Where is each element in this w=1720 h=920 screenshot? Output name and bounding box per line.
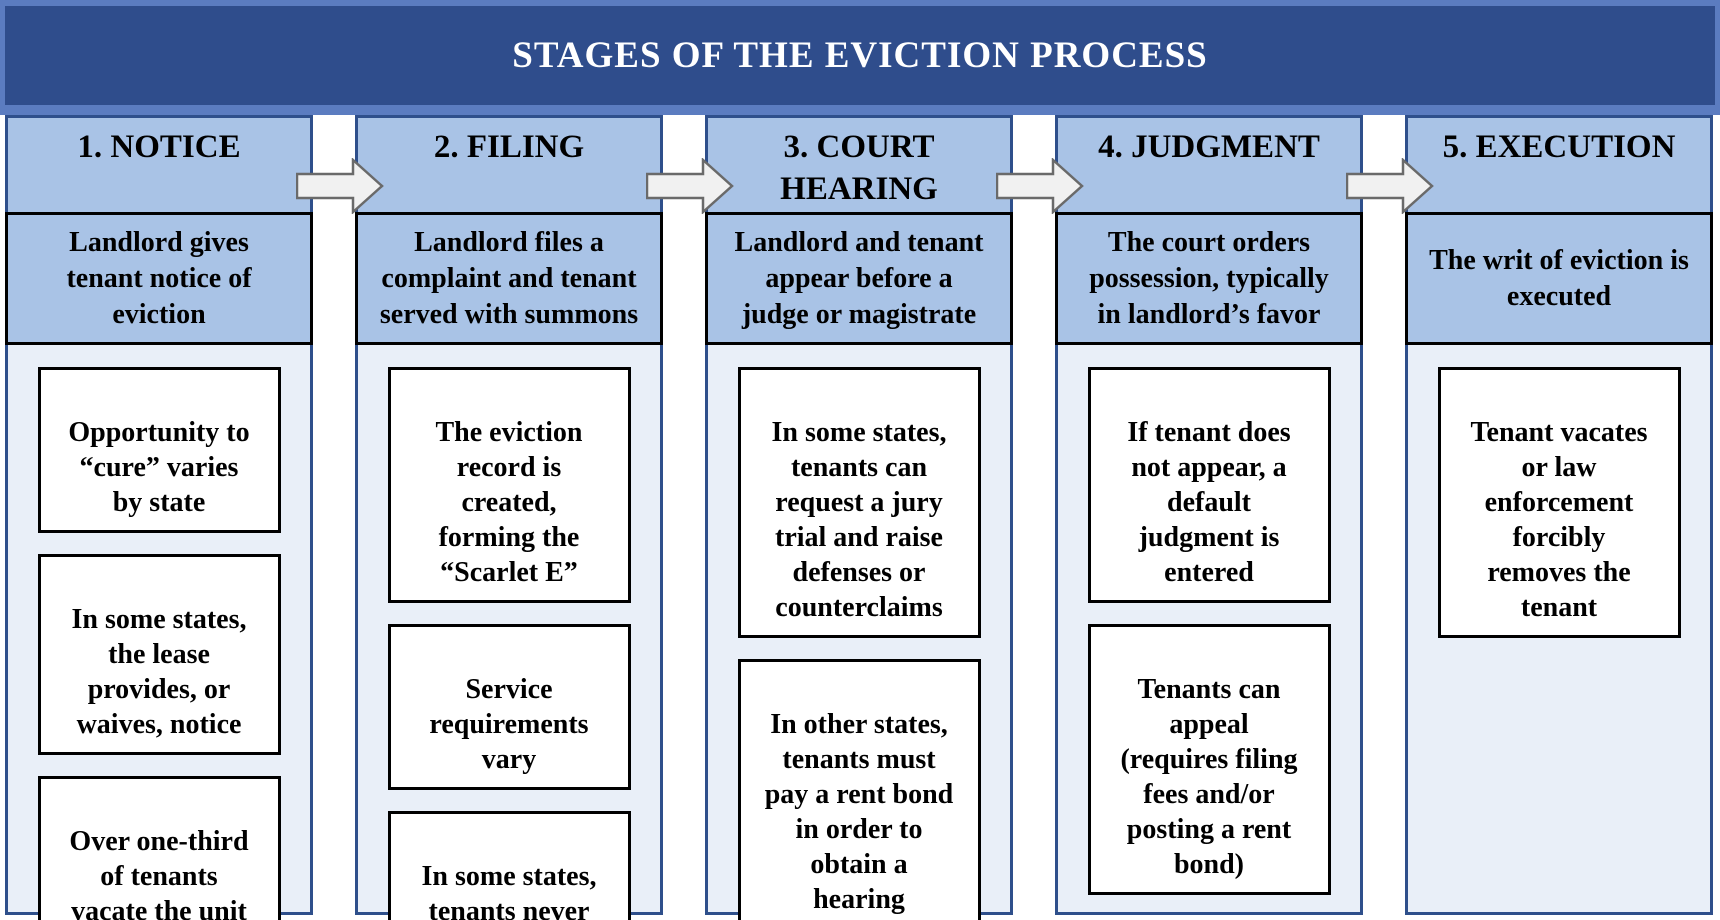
page-title: STAGES OF THE EVICTION PROCESS (512, 35, 1208, 76)
title-frame: STAGES OF THE EVICTION PROCESS (0, 0, 1720, 115)
stage-header-execution: 5. EXECUTION (1408, 118, 1710, 212)
detail-box: In other states, tenants must pay a rent… (737, 659, 981, 920)
title-banner: STAGES OF THE EVICTION PROCESS (5, 6, 1715, 105)
stage-subtitle-label: The court orders possession, typically i… (1089, 226, 1329, 330)
detail-box: The eviction record is created, forming … (387, 367, 631, 603)
stage-subtitle-label: Landlord gives tenant notice of eviction (66, 226, 252, 330)
stage-header-label: 3. COURT HEARING (780, 129, 938, 207)
stage-column-filing: 2. FILING Landlord files a complaint and… (355, 115, 663, 920)
detail-box: Service requirements vary (387, 624, 631, 790)
stage-header-notice: 1. NOTICE (8, 118, 310, 212)
detail-box-label: Tenants can appeal (requires filing fees… (1120, 674, 1298, 880)
right-arrow-icon (296, 158, 384, 214)
stage-subtitle-label: Landlord and tenant appear before a judg… (734, 226, 984, 330)
stage-column-notice: 1. NOTICE Landlord gives tenant notice o… (5, 115, 313, 920)
stage-body-notice: Opportunity to “cure” varies by state In… (8, 345, 310, 920)
right-arrow-icon (646, 158, 734, 214)
stage-body-court-hearing: In some states, tenants can request a ju… (708, 345, 1010, 920)
stage-header-label: 4. JUDGMENT (1098, 129, 1320, 165)
detail-box-label: In some states, the lease provides, or w… (71, 604, 247, 740)
detail-box: Opportunity to “cure” varies by state (37, 367, 281, 533)
detail-box: In some states, tenants can request a ju… (737, 367, 981, 638)
stage-body-judgment: If tenant does not appear, a default jud… (1058, 345, 1360, 912)
stage-column-judgment: 4. JUDGMENT The court orders possession,… (1055, 115, 1363, 915)
stage-subtitle-judgment: The court orders possession, typically i… (1055, 212, 1363, 345)
detail-box-label: Over one-third of tenants vacate the uni… (69, 826, 249, 920)
detail-box-label: In some states, tenants can request a ju… (771, 417, 947, 623)
right-arrow-icon (996, 158, 1084, 214)
detail-box-label: Opportunity to “cure” varies by state (68, 417, 250, 518)
stage-body-execution: Tenant vacates or law enforcement forcib… (1408, 345, 1710, 912)
stage-subtitle-court-hearing: Landlord and tenant appear before a judg… (705, 212, 1013, 345)
stage-subtitle-execution: The writ of eviction is executed (1405, 212, 1713, 345)
stage-header-label: 5. EXECUTION (1442, 129, 1676, 165)
detail-box-label: If tenant does not appear, a default jud… (1127, 417, 1291, 588)
stage-subtitle-filing: Landlord files a complaint and tenant se… (355, 212, 663, 345)
stage-header-judgment: 4. JUDGMENT (1058, 118, 1360, 212)
stage-subtitle-notice: Landlord gives tenant notice of eviction (5, 212, 313, 345)
stage-header-court-hearing: 3. COURT HEARING (708, 118, 1010, 212)
detail-box: Tenant vacates or law enforcement forcib… (1437, 367, 1681, 638)
stage-body-filing: The eviction record is created, forming … (358, 345, 660, 920)
stages-row: 1. NOTICE Landlord gives tenant notice o… (5, 115, 1713, 920)
right-arrow-icon (1346, 158, 1434, 214)
detail-box-label: In other states, tenants must pay a rent… (764, 709, 954, 915)
detail-box: In some states, tenants never learn of t… (387, 811, 631, 920)
detail-box-label: Service requirements vary (429, 674, 589, 775)
stage-header-filing: 2. FILING (358, 118, 660, 212)
detail-box: Tenants can appeal (requires filing fees… (1087, 624, 1331, 895)
stage-subtitle-label: Landlord files a complaint and tenant se… (379, 226, 639, 330)
detail-box-label: In some states, tenants never learn of t… (421, 861, 597, 920)
detail-box-label: Tenant vacates or law enforcement forcib… (1470, 417, 1648, 623)
stage-header-label: 1. NOTICE (77, 129, 241, 165)
stage-subtitle-label: The writ of eviction is executed (1429, 244, 1689, 312)
stage-column-execution: 5. EXECUTION The writ of eviction is exe… (1405, 115, 1713, 915)
detail-box: If tenant does not appear, a default jud… (1087, 367, 1331, 603)
detail-box: In some states, the lease provides, or w… (37, 554, 281, 755)
detail-box-label: The eviction record is created, forming … (435, 417, 583, 588)
stage-header-label: 2. FILING (433, 129, 585, 165)
stage-column-court-hearing: 3. COURT HEARING Landlord and tenant app… (705, 115, 1013, 920)
detail-box: Over one-third of tenants vacate the uni… (37, 776, 281, 920)
